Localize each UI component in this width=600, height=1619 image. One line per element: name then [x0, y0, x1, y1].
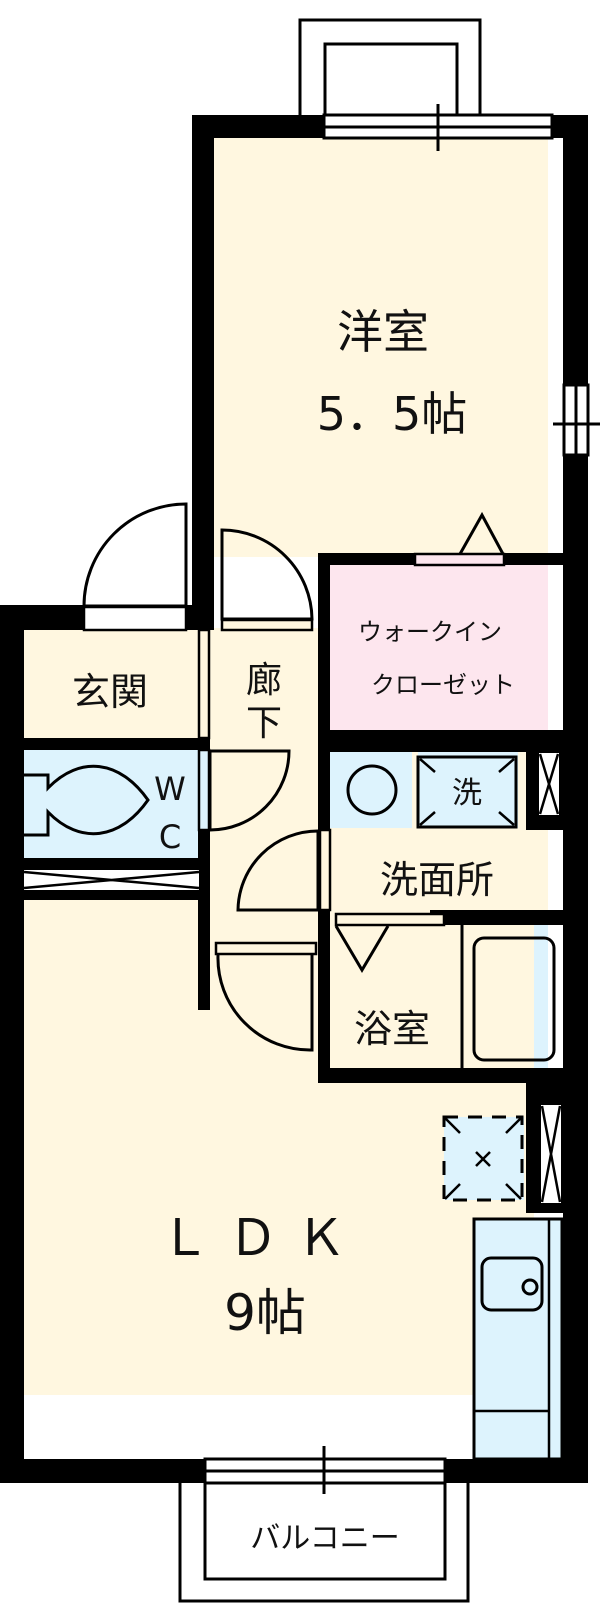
right-sliding-window: [553, 383, 600, 457]
entrance-label: 玄関: [72, 670, 148, 714]
walk-in-closet-label-2: クローゼット: [371, 671, 515, 699]
ldk-name: ＬＤＫ: [160, 1209, 364, 1267]
wall: [24, 858, 199, 870]
washroom-door: [236, 828, 332, 912]
hallway-label-1: 廊: [246, 660, 282, 701]
wall: [0, 1459, 205, 1483]
bathroom-door: [334, 912, 446, 973]
balcony-outer: [178, 1483, 470, 1603]
toilet-label-c: C: [159, 818, 181, 856]
wall: [0, 605, 24, 1475]
wall: [318, 910, 330, 1080]
wall: [563, 455, 588, 1480]
wall: [563, 115, 588, 385]
toilet-vent-window: [23, 870, 200, 890]
wall: [445, 1459, 588, 1483]
bathroom-label: 浴室: [354, 1007, 430, 1051]
walk-in-closet-floor: [330, 565, 548, 730]
wall: [318, 730, 564, 752]
kitchen-vent-window: [539, 1103, 563, 1205]
hallway-label-2: 下: [246, 703, 282, 744]
washroom-vent-window: [537, 751, 561, 817]
kitchen-sink-icon: [472, 1217, 564, 1461]
washroom-label: 洗面所: [380, 858, 494, 902]
toilet-door: [197, 748, 291, 832]
wall: [192, 115, 324, 138]
balcony-floor: [203, 1481, 447, 1581]
bathtub-icon: [460, 925, 556, 1068]
wall: [24, 890, 199, 900]
wash-basin-area: [330, 752, 412, 828]
wall: [24, 738, 210, 750]
western-room-size: 5．5帖: [317, 387, 468, 441]
wall: [192, 115, 214, 630]
western-room-name: 洋室: [337, 305, 429, 359]
wall: [318, 553, 415, 565]
washer-label: 洗: [452, 776, 482, 811]
top-sliding-window: [322, 104, 554, 151]
washing-machine-icon: [416, 755, 518, 829]
top-balcony-inner: [323, 42, 459, 115]
entrance-step: [197, 628, 211, 740]
entrance-door: [82, 502, 188, 632]
top-balcony-outline: [298, 18, 482, 115]
balcony-label: バルコニー: [250, 1521, 399, 1556]
wall: [318, 1068, 564, 1083]
western-room-door: [220, 528, 314, 632]
fridge-space-icon: [442, 1115, 524, 1202]
ldk-door: [214, 941, 318, 1052]
western-room-floor: [214, 137, 548, 557]
walk-in-closet-label-1: ウォークイン: [358, 618, 502, 646]
wall: [198, 830, 210, 1010]
bottom-sliding-window: [203, 1446, 447, 1494]
toilet-label-w: W: [154, 770, 186, 808]
wall: [430, 910, 564, 925]
ldk-size: 9帖: [224, 1284, 306, 1342]
toilet-icon: [24, 764, 150, 837]
entrance-floor: [24, 630, 199, 738]
closet-door: [413, 511, 506, 567]
wall: [186, 605, 210, 630]
ldk-floor-upper: [209, 1068, 329, 1108]
wall: [504, 553, 564, 565]
wash-basin-icon: [346, 764, 398, 816]
